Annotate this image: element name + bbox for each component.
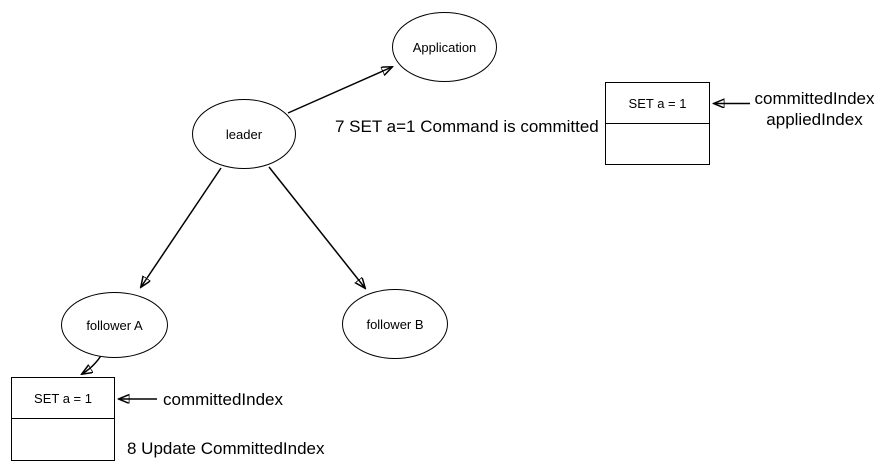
node-application-label: Application	[412, 39, 477, 55]
follower-a-log-box: SET a = 1	[11, 377, 115, 461]
node-follower-a: follower A	[61, 292, 168, 358]
annotation-step7: 7 SET a=1 Command is committed	[335, 117, 599, 136]
node-follower-a-label: follower A	[86, 317, 143, 333]
node-application: Application	[392, 12, 497, 82]
follower-a-log-entry-text: SET a = 1	[34, 390, 92, 406]
leader-log-entry-text: SET a = 1	[628, 95, 687, 111]
follower-a-log-entry: SET a = 1	[12, 378, 114, 419]
annotation-leader-log-pointer: committedIndex appliedIndex	[752, 88, 877, 130]
leader-log-empty-entry	[606, 124, 709, 163]
node-follower-b-label: follower B	[366, 316, 424, 332]
arrow-leader-to-application	[287, 67, 392, 114]
node-leader: leader	[192, 99, 296, 169]
arrow-leader-to-follower-a	[141, 167, 222, 287]
leader-log-entry: SET a = 1	[606, 83, 709, 124]
follower-a-log-empty-entry	[12, 419, 114, 459]
annotation-step8: 8 Update CommittedIndex	[127, 439, 325, 458]
annotation-committedindex-label: committedIndex	[754, 89, 875, 108]
annotation-follower-log-pointer: committedIndex	[163, 390, 283, 409]
node-leader-label: leader	[225, 126, 263, 142]
node-follower-b: follower B	[342, 289, 448, 359]
arrow-leader-to-follower-b	[268, 166, 365, 288]
leader-log-box: SET a = 1	[605, 82, 710, 165]
annotation-appliedindex-label: appliedIndex	[766, 110, 863, 129]
